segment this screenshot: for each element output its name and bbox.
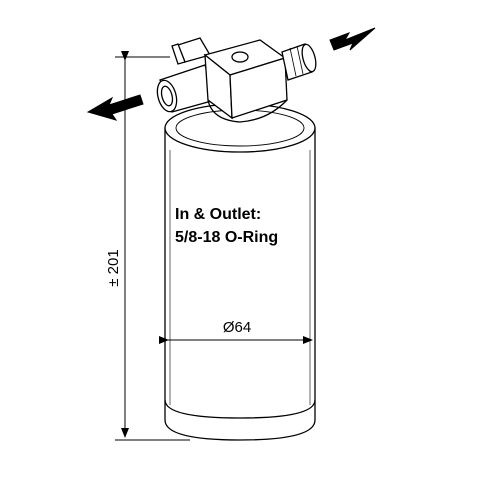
inlet-arrow (329, 27, 376, 51)
height-dimension (115, 51, 190, 441)
fitting-block (156, 37, 317, 123)
note-line-2: 5/8-18 O-Ring (175, 229, 278, 246)
diameter-label: Ø64 (223, 319, 251, 336)
note-line-1: In & Outlet: (175, 206, 261, 223)
drier-canister (164, 103, 316, 441)
height-label: ± 201 (105, 249, 122, 286)
outlet-arrow (86, 94, 144, 121)
flow-arrows (86, 27, 376, 121)
